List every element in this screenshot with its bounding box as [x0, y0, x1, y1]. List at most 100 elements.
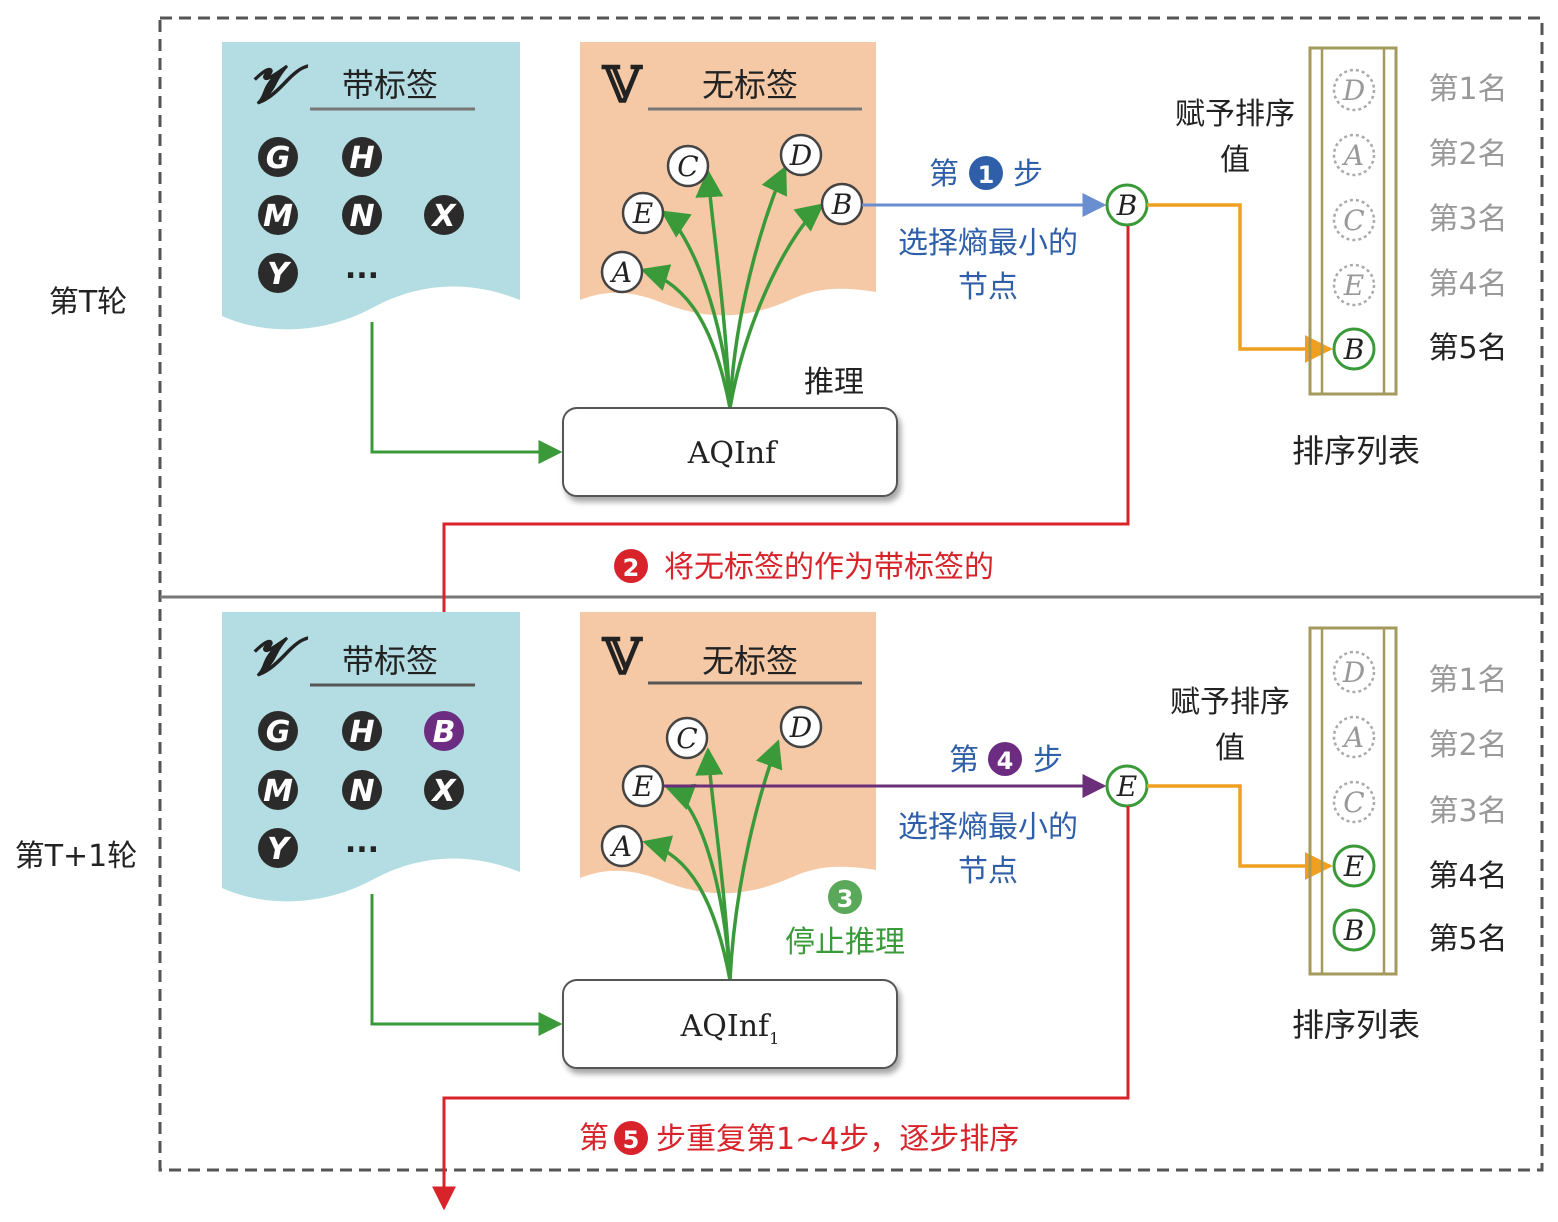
assign-arrow-t1 — [1147, 784, 1333, 880]
rank-label: 第3名 — [1428, 202, 1507, 237]
node-b-new: B — [433, 715, 456, 750]
inference-arrows-t — [640, 165, 825, 409]
node-ellipsis: ... — [345, 251, 379, 286]
step1-badge — [969, 156, 1003, 190]
unlabeled-title-t1: 无标签 — [702, 642, 798, 680]
node-g: G — [266, 141, 291, 176]
step4-prefix: 第 — [949, 743, 979, 778]
rank-node: E — [1343, 269, 1364, 302]
step1-suffix: 步 — [1013, 157, 1043, 192]
step4-badge — [988, 742, 1022, 776]
rank-labels-t: 第1名 第2名 第3名 第4名 第5名 — [1428, 72, 1507, 366]
rank-node: E — [1343, 850, 1364, 883]
step3-badge — [828, 880, 862, 914]
rank-label: 第4名 — [1428, 859, 1507, 894]
rank-node: D — [1342, 656, 1365, 689]
unlabeled-set-symbol: 𝕍 — [601, 627, 644, 686]
labeled-panel-t — [222, 42, 520, 330]
step5-arrow — [432, 806, 1130, 1211]
chosen-node-label-t1: E — [1116, 770, 1137, 803]
node-c: C — [676, 722, 697, 755]
node-m: M — [263, 774, 293, 809]
inference-arrows-t1 — [642, 739, 783, 981]
rank-label: 第5名 — [1428, 331, 1507, 366]
step4-suffix: 步 — [1033, 743, 1063, 778]
rank-node: C — [1343, 204, 1364, 237]
aqinf-box-t1 — [562, 979, 898, 1069]
rank-list-nodes-t: D A C E B — [1332, 68, 1376, 371]
labeled-title-t: 带标签 — [342, 66, 438, 104]
rank-labels-t1: 第1名 第2名 第3名 第4名 第5名 — [1428, 663, 1507, 957]
node-e: E — [632, 197, 653, 230]
node-h: H — [349, 715, 374, 750]
node-x: X — [430, 199, 457, 234]
step5-prefix: 第 — [579, 1121, 609, 1156]
node-d: D — [789, 139, 812, 172]
unlabeled-nodes-t: C D E B A — [600, 133, 864, 294]
step2-number: 2 — [623, 554, 640, 582]
rank-list-frame-t1 — [1308, 626, 1398, 976]
round-label-t1: 第T+1轮 — [15, 839, 138, 874]
rank-label: 第1名 — [1428, 663, 1507, 698]
rank-node: A — [1341, 721, 1364, 754]
aqinf-box-t — [562, 407, 898, 497]
rank-list-title-t1: 排序列表 — [1292, 1006, 1420, 1044]
labeled-title-t1: 带标签 — [342, 642, 438, 680]
rank-list-nodes-t1: D A C E B — [1332, 650, 1376, 952]
node-a: A — [609, 830, 632, 863]
assign-label-t: 赋予排序值 — [1175, 97, 1295, 178]
assign-label-t1: 赋予排序值 — [1170, 685, 1290, 766]
node-y: Y — [267, 257, 292, 292]
rank-node: B — [1343, 914, 1365, 947]
node-y: Y — [267, 832, 292, 867]
step4-desc: 选择熵最小的节点 — [898, 810, 1078, 889]
node-h: H — [349, 141, 374, 176]
rank-list-title-t: 排序列表 — [1292, 432, 1420, 470]
step3-number: 3 — [837, 885, 854, 913]
node-n: N — [349, 199, 374, 234]
node-g: G — [266, 715, 291, 750]
step1-prefix: 第 — [929, 157, 959, 192]
step2-badge — [614, 549, 648, 583]
step3-text: 停止推理 — [785, 925, 905, 960]
labeled-nodes-t: G H M N X Y ... — [258, 137, 464, 293]
node-d: D — [789, 711, 812, 744]
infer-label-t: 推理 — [804, 365, 864, 400]
rank-list-frame-t — [1308, 46, 1398, 396]
chosen-node-label-t: B — [1116, 189, 1138, 222]
assign-arrow-t — [1147, 203, 1333, 363]
aqinf-label-t1: AQInf1 — [680, 1009, 780, 1048]
node-n: N — [349, 774, 374, 809]
step5-text: 步重复第1~4步，逐步排序 — [656, 1122, 1019, 1157]
outer-dashed-frame — [158, 16, 1544, 1172]
rank-label: 第2名 — [1428, 728, 1507, 763]
rank-label: 第2名 — [1428, 137, 1507, 172]
rank-label: 第5名 — [1428, 922, 1507, 957]
unlabeled-nodes-t1: C D E A — [600, 705, 823, 868]
labeled-nodes-t1: G H B M N X Y ... — [258, 711, 464, 868]
step5-badge — [614, 1121, 648, 1155]
labeled-to-model-arrow-t — [370, 322, 563, 464]
rank-label: 第3名 — [1428, 794, 1507, 829]
aqinf-label-t: AQInf — [687, 436, 778, 471]
round-label-t: 第T轮 — [49, 285, 127, 320]
labeled-to-model-arrow-t1 — [370, 894, 563, 1036]
node-m: M — [263, 199, 293, 234]
unlabeled-title-t: 无标签 — [702, 66, 798, 104]
rank-label: 第1名 — [1428, 72, 1507, 107]
step1-desc: 选择熵最小的节点 — [898, 226, 1078, 305]
rank-node: B — [1343, 333, 1365, 366]
step5-number: 5 — [623, 1126, 640, 1154]
node-ellipsis: ... — [345, 825, 379, 860]
rank-node: A — [1341, 139, 1364, 172]
node-a: A — [609, 256, 632, 289]
step2-text: 将无标签的作为带标签的 — [664, 550, 994, 585]
node-b: B — [831, 188, 853, 221]
node-e: E — [632, 770, 653, 803]
node-x: X — [430, 774, 457, 809]
step1-number: 1 — [978, 161, 995, 189]
rank-node: C — [1343, 786, 1364, 819]
rank-label: 第4名 — [1428, 267, 1507, 302]
